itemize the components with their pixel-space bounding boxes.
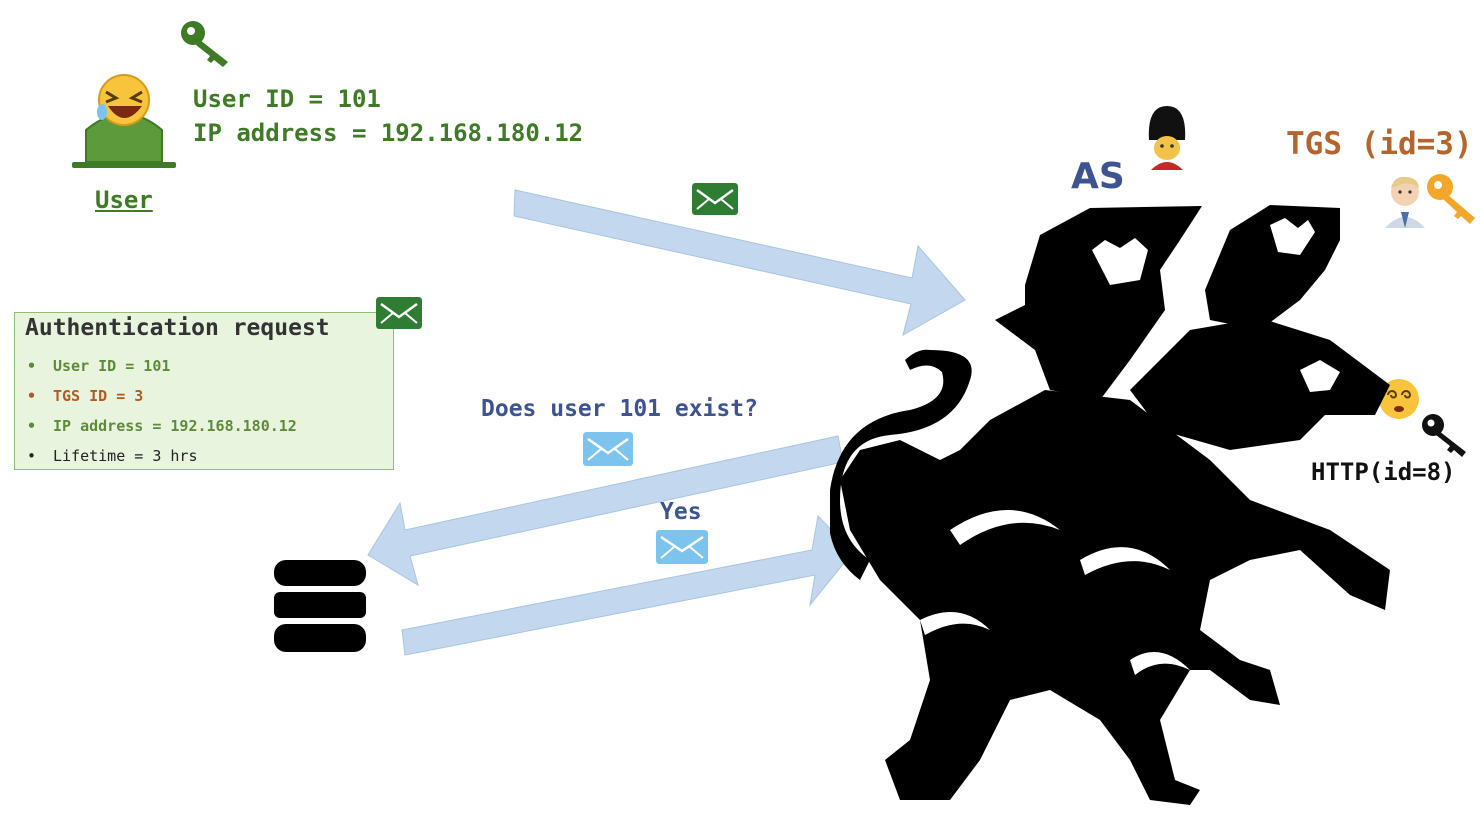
key-icon [1427, 174, 1475, 224]
cerberus-tail [830, 349, 972, 580]
cerberus-head-middle [1205, 205, 1340, 330]
request-lifetime: Lifetime = 3 hrs [25, 441, 297, 471]
db-answer-label: Yes [660, 499, 702, 525]
guard-icon [1148, 106, 1186, 170]
user-caption: User [95, 186, 153, 214]
db-question-label: Does user 101 exist? [481, 396, 758, 422]
arrow-db-to-as [401, 514, 854, 656]
tgs-label: TGS (id=3) [1286, 126, 1473, 162]
envelope-icon [376, 297, 422, 329]
cerberus-front-leg [920, 620, 1020, 760]
user-id-line: User ID = 101 [193, 85, 381, 113]
arrow-user-to-as [513, 189, 966, 337]
request-user-id: User ID = 101 [25, 351, 297, 381]
cerberus-head-left [995, 206, 1202, 400]
request-ip-address: IP address = 192.168.180.12 [25, 411, 297, 441]
user-info: User ID = 101 IP address = 192.168.180.1… [193, 82, 583, 150]
database-icon [274, 560, 366, 652]
as-label: AS [1071, 156, 1125, 197]
key-icon [181, 21, 228, 67]
cerberus-icon [830, 205, 1390, 805]
authentication-request-card: Authentication request User ID = 101 TGS… [14, 312, 394, 471]
laughing-emoji-icon [97, 74, 150, 126]
request-fields: User ID = 101 TGS ID = 3 IP address = 19… [25, 351, 297, 471]
envelope-icon [692, 183, 738, 215]
envelope-icon [583, 432, 633, 466]
key-icon [1422, 414, 1466, 457]
cerberus-head-right [1130, 318, 1390, 450]
user-ip-line: IP address = 192.168.180.12 [193, 119, 584, 147]
arrow-as-to-db [367, 435, 844, 587]
person-icon [1385, 176, 1425, 228]
envelope-icon [656, 530, 708, 564]
http-label: HTTP(id=8) [1311, 458, 1456, 486]
user-avatar-icon [72, 74, 176, 168]
request-tgs-id: TGS ID = 3 [25, 381, 297, 411]
request-title: Authentication request [25, 315, 330, 341]
dizzy-emoji-icon [1379, 379, 1419, 419]
